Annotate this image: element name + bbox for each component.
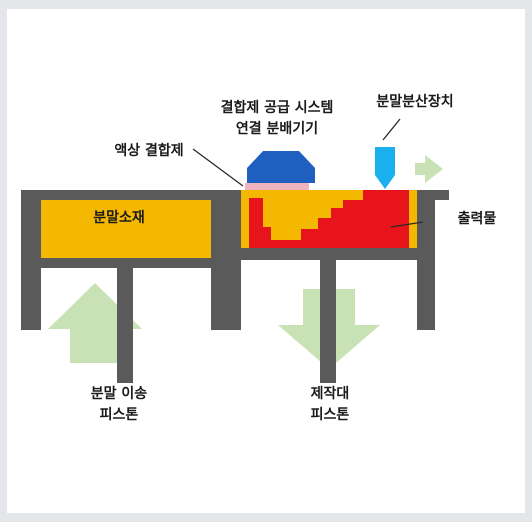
label-powder-spreader: 분말분산장치 bbox=[376, 93, 453, 110]
label-powder-piston-line2: 피스톤 bbox=[100, 407, 139, 423]
print-head bbox=[247, 151, 315, 183]
label-build-piston-line1: 제작대 bbox=[311, 385, 350, 402]
printed-part-main bbox=[271, 190, 409, 248]
diagram-frame: 결합제 공급 시스템 연결 분배기기 분말분산장치 액상 결합제 분말소재 출력… bbox=[7, 9, 525, 513]
right-arrow-icon bbox=[415, 155, 443, 183]
label-powder-material: 분말소재 bbox=[93, 210, 145, 226]
machine-structure bbox=[21, 190, 449, 383]
liquid-binder-layer bbox=[245, 183, 309, 190]
leader-printed-part bbox=[390, 221, 424, 228]
label-printed-part: 출력물 bbox=[458, 210, 497, 227]
leader-lines bbox=[192, 118, 424, 228]
leader-powder-spreader bbox=[382, 118, 401, 141]
printed-part bbox=[249, 198, 271, 248]
binder-jetting-diagram: 결합제 공급 시스템 연결 분배기기 분말분산장치 액상 결합제 분말소재 출력… bbox=[21, 93, 497, 423]
label-binder-supply-line1: 결합제 공급 시스템 bbox=[221, 99, 334, 116]
leader-liquid-binder bbox=[192, 148, 244, 187]
build-piston-rod bbox=[320, 260, 336, 383]
powder-material-bed bbox=[41, 200, 211, 258]
label-build-piston-line2: 피스톤 bbox=[311, 407, 350, 423]
powder-piston-rod bbox=[117, 268, 133, 383]
powder-spreader bbox=[375, 147, 395, 189]
label-powder-piston-line1: 분말 이송 bbox=[91, 385, 148, 402]
label-binder-supply-line2: 연결 분배기기 bbox=[236, 120, 318, 137]
label-liquid-binder: 액상 결합제 bbox=[114, 142, 183, 159]
